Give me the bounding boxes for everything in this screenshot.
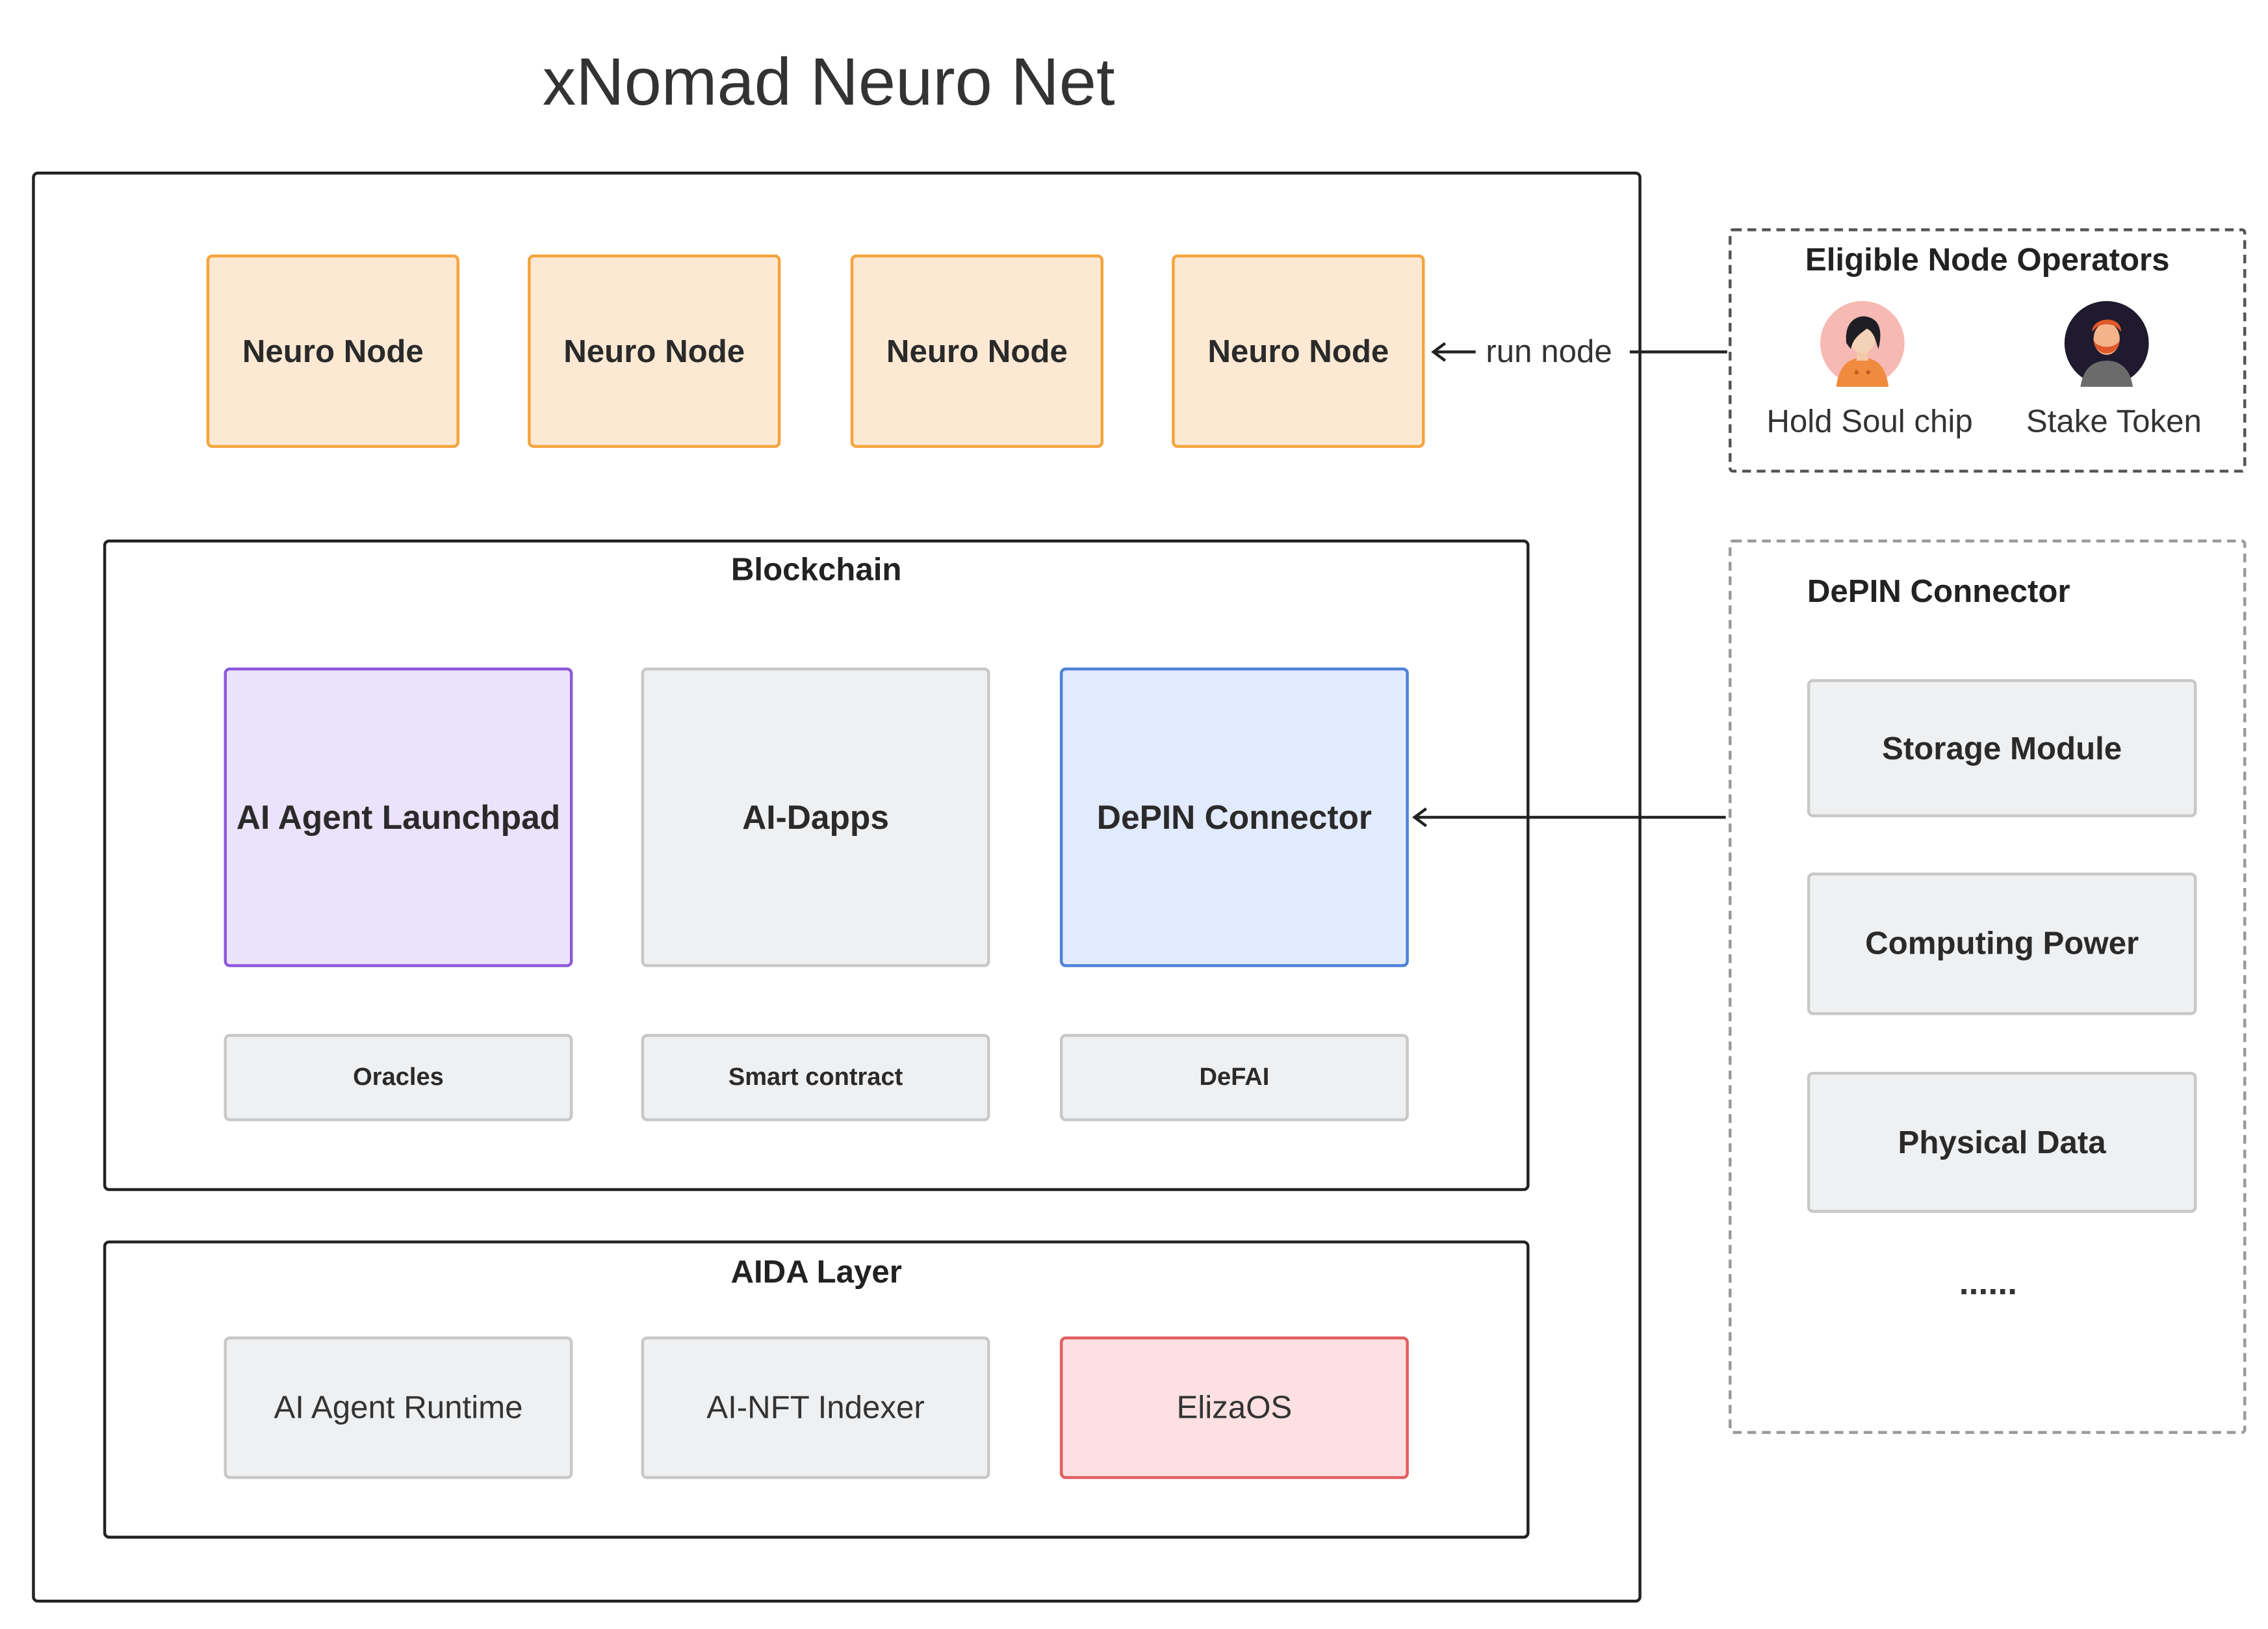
depin-connector-box: DePIN Connector	[1059, 667, 1409, 967]
bearded-person-avatar-icon	[2063, 300, 2150, 387]
blockchain-section	[103, 540, 1530, 1192]
run-node-label: run node	[1486, 333, 1612, 370]
aida-layer-label: AIDA Layer	[730, 1253, 902, 1290]
diagram-title: xNomad Neuro Net	[542, 44, 1115, 120]
smart-contract-box: Smart contract	[641, 1034, 990, 1121]
depin-connector-panel	[1729, 540, 2247, 1434]
neuro-node-1: Neuro Node	[206, 254, 459, 449]
more-items-ellipsis: ......	[1959, 1264, 2018, 1303]
elizaos-box: ElizaOS	[1059, 1336, 1409, 1479]
physical-data-box: Physical Data	[1807, 1071, 2197, 1213]
ai-dapps-box: AI-Dapps	[641, 667, 990, 967]
computing-power-box: Computing Power	[1807, 872, 2197, 1015]
storage-module-box: Storage Module	[1807, 679, 2197, 818]
neuro-net-container	[32, 171, 1642, 1603]
depin-connector-title: DePIN Connector	[1807, 573, 2070, 610]
run-node-arrow	[1431, 342, 1727, 362]
stake-token-label: Stake Token	[2026, 402, 2202, 439]
node-operators-panel	[1729, 228, 2247, 473]
node-operators-title: Eligible Node Operators	[1805, 241, 2170, 278]
aida-layer-section	[103, 1240, 1530, 1539]
neuro-node-3: Neuro Node	[850, 254, 1104, 449]
person-avatar-icon	[1819, 300, 1906, 387]
depin-input-arrow	[1412, 807, 1726, 828]
ai-agent-runtime-box: AI Agent Runtime	[224, 1336, 573, 1479]
oracles-box: Oracles	[224, 1034, 573, 1121]
hold-soul-chip-label: Hold Soul chip	[1766, 402, 1973, 439]
defai-box: DeFAI	[1059, 1034, 1409, 1121]
neuro-node-2: Neuro Node	[528, 254, 781, 449]
ai-agent-launchpad-box: AI Agent Launchpad	[224, 667, 573, 967]
neuro-node-4: Neuro Node	[1172, 254, 1425, 449]
ai-nft-indexer-box: AI-NFT Indexer	[641, 1336, 990, 1479]
blockchain-label: Blockchain	[730, 551, 902, 588]
